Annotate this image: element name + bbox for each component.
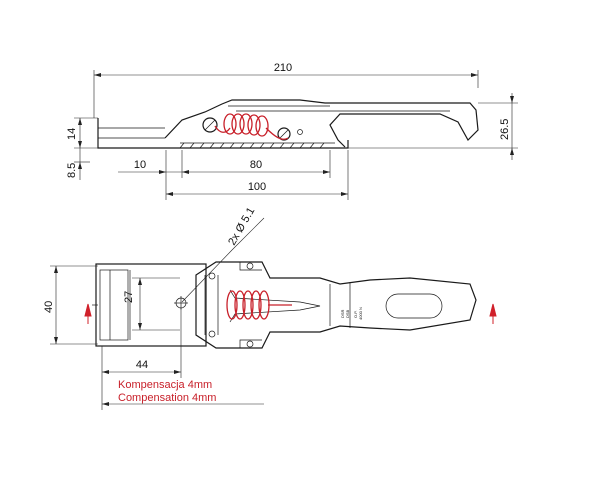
dim-hole-spacing: 27 xyxy=(123,291,135,303)
spring-side xyxy=(214,113,289,140)
pivot-right xyxy=(277,127,291,141)
dim-overall-length: 210 xyxy=(274,62,292,74)
lever-outline xyxy=(164,99,479,148)
lever-slot xyxy=(385,293,443,319)
spring-top xyxy=(226,290,292,320)
dim-offset-bottom: 8.5 xyxy=(66,163,78,178)
hook-body xyxy=(195,261,477,349)
dim-total-base: 100 xyxy=(248,181,266,193)
dim-base-length: 80 xyxy=(250,159,262,171)
compensation-note-en: Compensation 4mm xyxy=(118,392,216,404)
pivot-left xyxy=(202,117,218,133)
dim-height-left: 14 xyxy=(66,128,78,140)
base-plate-top xyxy=(95,263,207,347)
marking-line-1: DSR xyxy=(340,309,345,318)
side-view: 210 xyxy=(66,62,518,200)
marking-line-4: 4000 N xyxy=(358,307,363,320)
base-plate xyxy=(97,118,349,149)
compensation-note-pl: Kompensacja 4mm xyxy=(118,379,212,391)
dim-offset-left: 10 xyxy=(134,159,146,171)
dim-hole-offset: 44 xyxy=(136,359,148,371)
marking-line-2: DSB xyxy=(345,309,350,318)
base-hatch xyxy=(179,142,335,149)
hole-spec-label: 2x Ø 5.1 xyxy=(226,205,257,247)
dim-height-right: 26.5 xyxy=(499,119,511,140)
dim-width: 40 xyxy=(43,301,55,313)
top-view: 2x Ø 5.1 40 27 xyxy=(43,205,497,410)
marking-line-3: O.P. xyxy=(353,311,358,319)
